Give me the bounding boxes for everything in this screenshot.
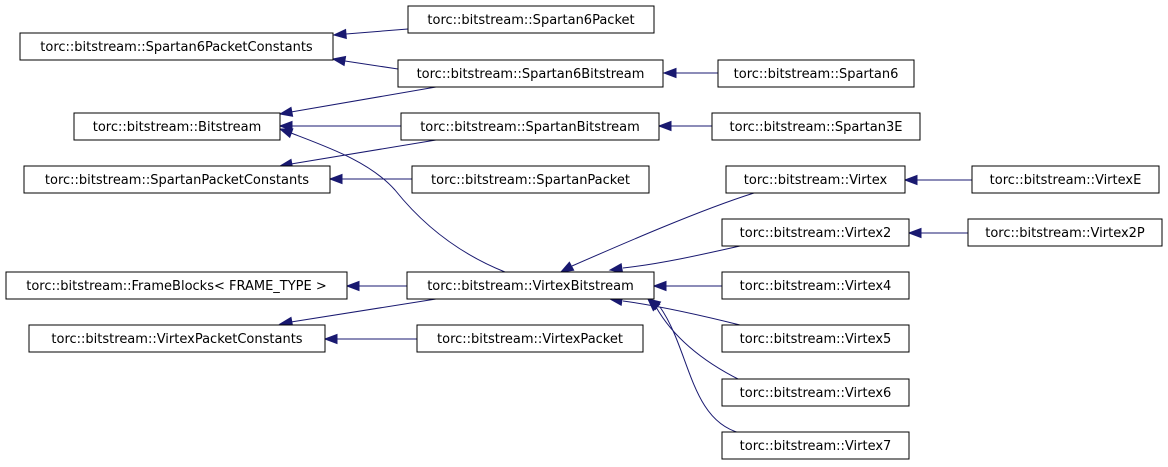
node-frameblocks[interactable]: torc::bitstream::FrameBlocks< FRAME_TYPE… [5,271,348,300]
node-spartan6packet[interactable]: torc::bitstream::Spartan6Packet [407,5,655,34]
node-virtex4[interactable]: torc::bitstream::Virtex4 [721,271,910,300]
edge-virtexbitstream-to-frameblocks [345,280,407,292]
node-label: torc::bitstream::FrameBlocks< FRAME_TYPE… [26,279,327,294]
edge-virtexe-to-virtex [903,174,972,186]
arrowhead [278,106,294,117]
arrowhead [608,262,624,274]
node-spartan6bitstream[interactable]: torc::bitstream::Spartan6Bitstream [397,59,664,88]
edge-line [622,245,741,269]
node-virtex5[interactable]: torc::bitstream::Virtex5 [721,324,910,353]
node-spartan6[interactable]: torc::bitstream::Spartan6 [717,59,915,88]
edge-virtex2-to-virtexbitstream [608,245,741,274]
node-spartanpacket[interactable]: torc::bitstream::SpartanPacket [411,165,650,194]
edge-line [290,86,437,113]
node-label: torc::bitstream::Virtex6 [740,386,892,401]
edge-virtexbitstream-to-virtexpacketconstants [278,298,437,327]
node-virtexpacketconstants[interactable]: torc::bitstream::VirtexPacketConstants [28,324,326,353]
arrowhead [646,298,662,311]
node-label: torc::bitstream::Virtex4 [740,279,892,294]
node-label: torc::bitstream::SpartanPacketConstants [45,173,309,188]
edge-line [290,298,437,323]
node-virtex7[interactable]: torc::bitstream::Virtex7 [721,431,910,460]
edge-virtexbitstream-to-bitstream [278,128,506,273]
edge-virtex4-to-virtexbitstream [652,280,722,292]
edge-spartan6packet-to-spartan6packetconstants [332,28,409,40]
edge-spartanbitstream-to-bitstream [278,120,401,132]
edge-line [622,300,741,326]
node-virtex2p[interactable]: torc::bitstream::Virtex2P [967,218,1163,247]
node-label: torc::bitstream::Virtex5 [740,332,892,347]
arrowhead [903,174,918,186]
edge-spartanpacket-to-spartanpacketconstants [328,173,412,185]
nodes-layer: torc::bitstream::Spartan6Packet torc::bi… [5,5,1163,460]
node-virtex6[interactable]: torc::bitstream::Virtex6 [721,378,910,407]
node-virtexe[interactable]: torc::bitstream::VirtexE [971,165,1160,194]
edge-virtex5-to-virtexbitstream [608,295,741,326]
arrowhead [662,67,677,79]
node-virtex2[interactable]: torc::bitstream::Virtex2 [721,218,910,247]
node-spartan6packetconstants[interactable]: torc::bitstream::Spartan6PacketConstants [19,32,334,61]
node-label: torc::bitstream::Spartan6Packet [427,13,634,28]
arrowhead [331,55,347,67]
arrowhead [345,280,360,292]
edge-line [655,306,741,381]
node-label: torc::bitstream::Virtex2 [740,226,892,241]
node-label: torc::bitstream::VirtexE [990,173,1142,188]
edge-spartan3e-to-spartanbitstream [657,120,712,132]
arrowhead [332,28,347,40]
edge-line [290,132,506,273]
node-label: torc::bitstream::Virtex [744,173,888,188]
edge-line [571,192,755,267]
edge-virtex7-to-virtexbitstream [646,298,741,434]
node-spartanbitstream[interactable]: torc::bitstream::SpartanBitstream [400,112,660,141]
node-spartan3e[interactable]: torc::bitstream::Spartan3E [711,112,921,141]
arrowhead [323,333,338,345]
node-virtexbitstream[interactable]: torc::bitstream::VirtexBitstream [406,271,655,300]
arrowhead [328,173,343,185]
node-label: torc::bitstream::Spartan6 [734,67,899,82]
node-bitstream[interactable]: torc::bitstream::Bitstream [73,112,281,141]
node-virtex[interactable]: torc::bitstream::Virtex [725,165,906,194]
arrowhead [278,120,293,132]
edge-virtexpacket-to-virtexpacketconstants [323,333,417,345]
node-label: torc::bitstream::VirtexBitstream [427,279,634,294]
edge-line [344,60,399,70]
edges-layer [278,28,972,434]
edge-spartan6-to-spartan6bitstream [662,67,718,79]
arrowhead [652,280,667,292]
edge-spartan6bitstream-to-bitstream [278,86,437,117]
node-label: torc::bitstream::Virtex2P [985,226,1145,241]
node-label: torc::bitstream::SpartanBitstream [420,120,640,135]
edge-line [290,139,437,165]
edge-virtex2p-to-virtex2 [907,227,968,239]
node-label: torc::bitstream::Spartan6PacketConstants [40,40,313,55]
edge-line [659,306,741,434]
node-label: torc::bitstream::SpartanPacket [431,173,630,188]
arrowhead [907,227,922,239]
node-label: torc::bitstream::Spartan3E [730,120,903,135]
arrowhead [657,120,672,132]
node-spartanpacketconstants[interactable]: torc::bitstream::SpartanPacketConstants [23,165,331,194]
edge-virtex-to-virtexbitstream [559,192,755,273]
edge-spartan6bitstream-to-spartan6packetconstants [331,55,399,70]
node-label: torc::bitstream::Virtex7 [740,439,892,454]
node-label: torc::bitstream::Bitstream [93,120,261,135]
arrowhead [559,261,575,273]
node-virtexpacket[interactable]: torc::bitstream::VirtexPacket [416,324,644,353]
node-label: torc::bitstream::VirtexPacketConstants [51,332,302,347]
arrowhead [278,128,294,139]
edge-line [345,28,409,35]
node-label: torc::bitstream::VirtexPacket [437,332,623,347]
edge-spartanbitstream-to-spartanpacketconstants [278,139,437,169]
node-label: torc::bitstream::Spartan6Bitstream [417,67,645,82]
